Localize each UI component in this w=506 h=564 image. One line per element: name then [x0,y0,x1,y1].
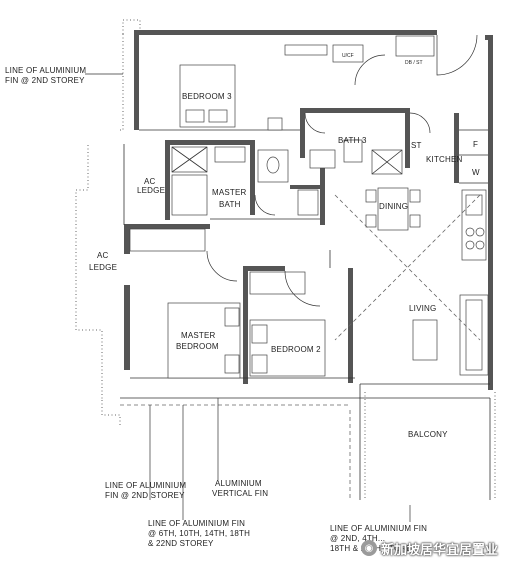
label-bath3: BATH 3 [338,136,367,145]
label-balcony: BALCONY [408,430,448,439]
label-ac-ledge-lower-1: AC [97,251,109,260]
note-vertical-fin-2: VERTICAL FIN [212,489,268,498]
label-store: ST [411,141,422,150]
label-master-bath-1: MASTER [212,188,247,197]
watermark-text: 新加坡居华宜居置业 [380,542,498,558]
note-fin-6th-3: & 22ND STOREY [148,539,214,548]
bedroom2-furniture [249,271,326,377]
label-master-bedroom-1: MASTER [181,331,216,340]
label-db-st: DB / ST [405,60,423,66]
label-bedroom2: BEDROOM 2 [271,345,321,354]
note-fin-right-1: LINE OF ALUMINIUM FIN [330,524,427,533]
note-fin-6th-1: LINE OF ALUMINIUM FIN [148,519,245,528]
label-ucf: U/CF [342,53,354,59]
bath3-fixtures [309,139,403,175]
note-fin-top-1: LINE OF ALUMINIUM [5,66,86,75]
wechat-icon: ◉ [360,540,377,556]
label-washer: W [472,168,480,177]
label-dining: DINING [379,202,408,211]
living-furniture [412,294,489,376]
note-fin-bottom-left-1: LINE OF ALUMINIUM [105,481,186,490]
label-kitchen: KITCHEN [426,155,463,164]
note-fin-right-2: @ 2ND, 4TH... [330,534,385,543]
watermark: ◉ 新加坡居华宜居置业 [360,538,498,558]
note-leaders [85,73,411,522]
label-master-bath-2: BATH [219,200,241,209]
kitchen-fixtures [461,189,487,261]
note-fin-top-2: FIN @ 2ND STOREY [5,76,85,85]
fixture-labels: U/CF DB / ST F W [342,53,480,177]
note-fin-bottom-left-2: FIN @ 2ND STOREY [105,491,185,500]
door-swings [206,34,478,307]
label-ac-ledge-upper-1: AC [144,177,156,186]
master-bedroom-furniture [129,228,241,379]
aluminium-fin-lines [75,19,496,500]
label-ac-ledge-lower-2: LEDGE [89,263,117,272]
label-living: LIVING [409,304,436,313]
note-vertical-fin-1: ALUMINIUM [215,479,262,488]
label-ac-ledge-upper-2: LEDGE [137,186,165,195]
dining-furniture [365,187,421,231]
room-diagonals [334,194,481,341]
note-fin-6th-2: @ 6TH, 10TH, 14TH, 18TH [148,529,250,538]
bedroom3-furniture [179,35,435,131]
balcony-dashes [120,404,351,500]
room-labels: BEDROOM 3 MASTER BEDROOM BEDROOM 2 MASTE… [89,92,463,439]
label-fridge: F [473,140,478,149]
label-bedroom3: BEDROOM 3 [182,92,232,101]
walls [124,30,493,390]
label-master-bedroom-2: BEDROOM [176,342,219,351]
master-bath-fixtures [171,146,319,216]
